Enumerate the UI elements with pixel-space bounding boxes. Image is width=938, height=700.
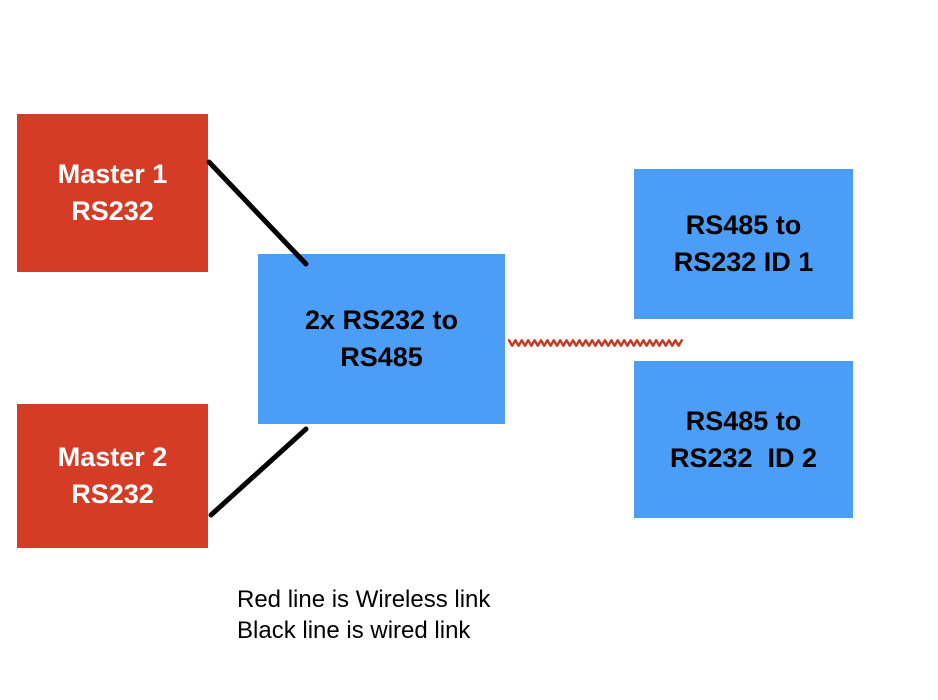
node-master1-label-line2: RS232 bbox=[71, 196, 154, 226]
node-converter: 2x RS232 to RS485 bbox=[258, 254, 505, 424]
node-master1: Master 1 RS232 bbox=[17, 114, 208, 272]
node-remote2-label-line1: RS485 to bbox=[685, 405, 802, 436]
legend-wired-text: Black line is wired link bbox=[237, 617, 471, 644]
wireless-link-squiggle bbox=[507, 339, 684, 347]
node-master2-label-line2: RS232 bbox=[71, 479, 154, 509]
legend-wireless-text: Red line is Wireless link bbox=[237, 586, 491, 613]
node-remote1-label-line2: RS232 ID 1 bbox=[673, 247, 814, 277]
wired-link-master2-line bbox=[208, 426, 309, 518]
wired-link-master1-line bbox=[206, 159, 309, 267]
node-converter-label-line2: RS485 bbox=[340, 342, 423, 372]
legend: Red line is Wireless link Black line is … bbox=[237, 584, 490, 646]
node-remote2-label-line2: RS232 ID 2 bbox=[669, 442, 818, 473]
node-remote1-label-line1: RS485 to bbox=[685, 210, 802, 240]
node-remote1: RS485 to RS232 ID 1 bbox=[634, 169, 853, 319]
node-master2-label-line1: Master 2 bbox=[57, 442, 168, 472]
node-master2: Master 2 RS232 bbox=[17, 404, 208, 548]
node-converter-label-line1: 2x RS232 to bbox=[304, 305, 459, 335]
node-remote2: RS485 to RS232 ID 2 bbox=[634, 361, 853, 518]
node-master1-label-line1: Master 1 bbox=[57, 159, 168, 189]
